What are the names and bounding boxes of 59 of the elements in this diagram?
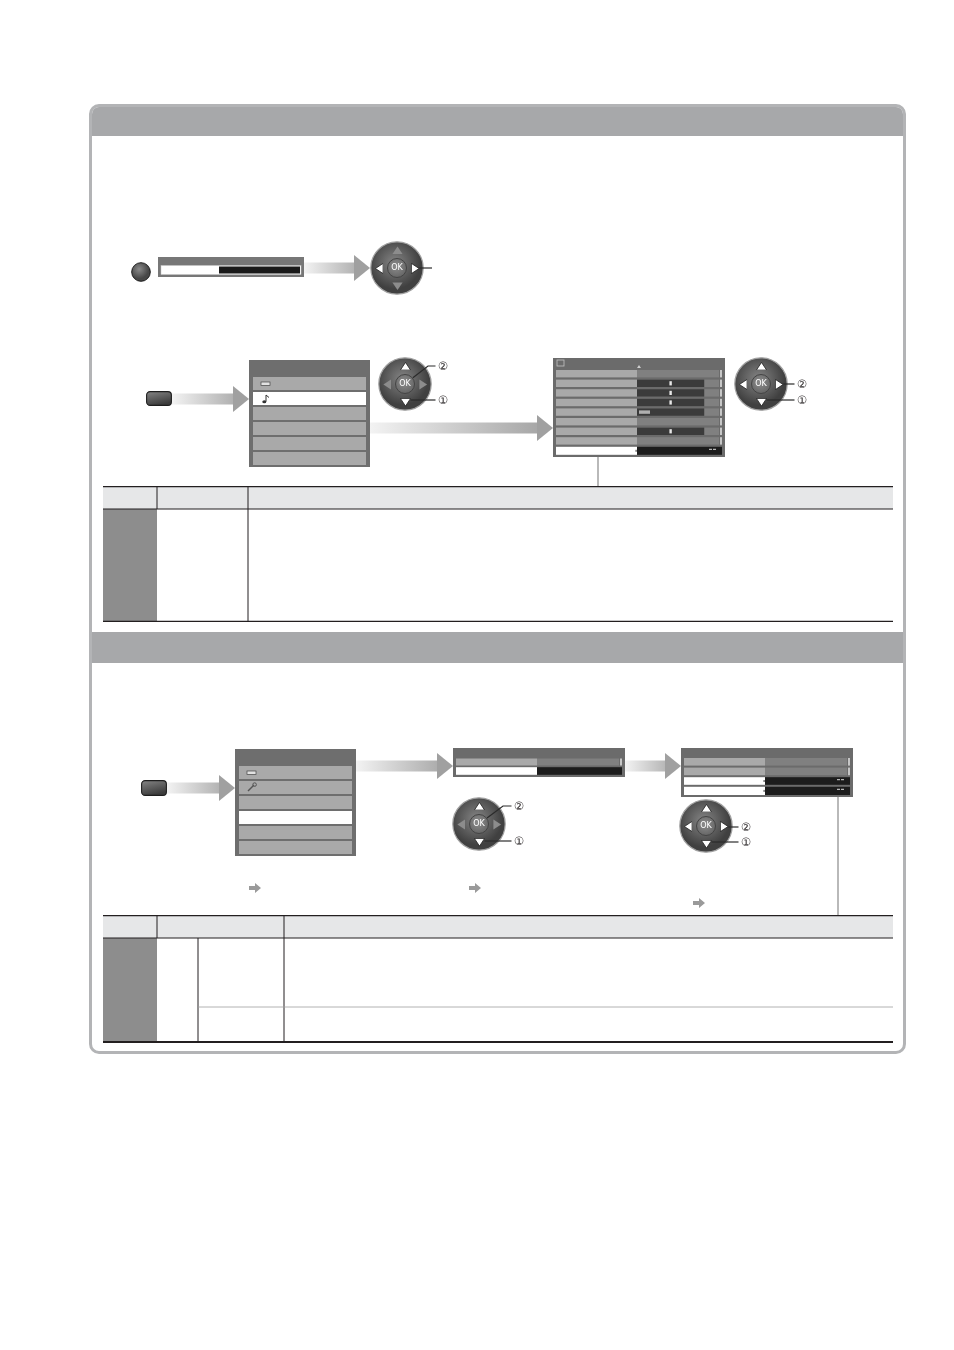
block-arrow (167, 775, 235, 801)
leader-line (597, 456, 599, 487)
leader-line (727, 826, 740, 828)
leader-line (418, 267, 433, 269)
arrow-key-icon (700, 840, 712, 849)
arrow-key-icon (382, 378, 391, 390)
leader-line (409, 399, 437, 401)
arrow-key-icon (755, 398, 767, 407)
settings-screen (453, 748, 625, 777)
leader-line (782, 383, 796, 385)
direction-pad (370, 241, 424, 295)
block-arrow (370, 415, 553, 441)
callout-number: ① (511, 834, 527, 848)
arrow-key-icon (473, 838, 485, 847)
table-grid (103, 915, 893, 1043)
remote-button (131, 262, 151, 282)
direction-pad (679, 799, 733, 853)
callout-number: ② (511, 799, 527, 813)
direction-pad (734, 357, 788, 411)
settings-screen (553, 358, 725, 457)
on-screen-bar-graphic (158, 257, 304, 277)
arrow-key-icon (700, 803, 712, 812)
arrow-key-icon (755, 361, 767, 370)
arrow-key-icon (738, 378, 747, 390)
block-arrow (304, 255, 370, 281)
arrow-key-icon (683, 820, 692, 832)
arrow-key-icon (391, 282, 403, 291)
direction-pad (452, 797, 506, 851)
leader-line (486, 805, 513, 819)
leader-line (765, 399, 796, 401)
block-arrow (172, 386, 249, 412)
leader-line (412, 365, 437, 379)
block-arrow (625, 753, 681, 779)
arrow-key-icon (411, 262, 420, 274)
callout-number: ② (435, 359, 451, 373)
callout-number: ① (794, 393, 810, 407)
remote-button (146, 391, 172, 406)
settings-screen (681, 748, 853, 797)
direction-pad (378, 357, 432, 411)
arrow-key-icon (775, 378, 784, 390)
arrow-key-icon (473, 801, 485, 810)
arrow-key-icon (399, 398, 411, 407)
block-arrow (356, 753, 453, 779)
callout-number: ① (435, 393, 451, 407)
arrow-key-icon (399, 361, 411, 370)
arrow-key-icon (419, 378, 428, 390)
callout-number: ② (738, 820, 754, 834)
arrow-key-icon (391, 245, 403, 254)
leader-line (710, 841, 740, 843)
table-grid (103, 486, 893, 622)
arrow-key-icon (493, 818, 502, 830)
leader-line (837, 796, 839, 916)
arrow-key-icon (720, 820, 729, 832)
arrow-key-icon (456, 818, 465, 830)
leader-line (483, 840, 513, 842)
arrow-key-icon (374, 262, 383, 274)
remote-button (141, 780, 167, 796)
callout-number: ② (794, 377, 810, 391)
callout-number: ① (738, 835, 754, 849)
